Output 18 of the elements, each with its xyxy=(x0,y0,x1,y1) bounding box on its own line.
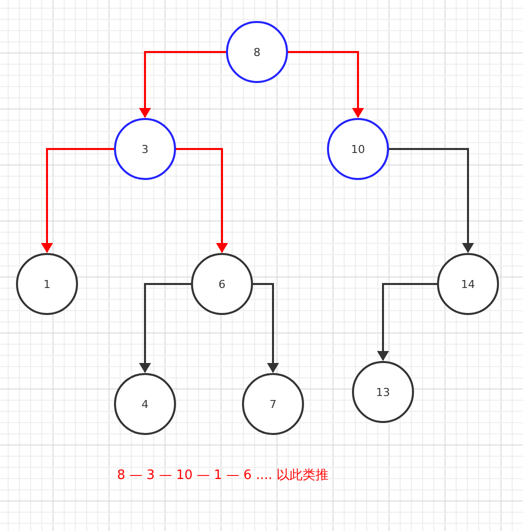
tree-node-circle: 8 xyxy=(226,21,288,83)
traversal-note: 8 — 3 — 10 — 1 — 6 .... 以此类推 xyxy=(117,467,328,484)
tree-node-circle: 14 xyxy=(437,253,499,315)
tree-node-circle: 10 xyxy=(327,118,389,180)
tree-node-circle: 1 xyxy=(16,253,78,315)
tree-node-circle: 6 xyxy=(191,253,253,315)
arrow xyxy=(253,283,279,373)
arrow xyxy=(139,51,226,118)
tree-node-circle: 3 xyxy=(114,118,176,180)
arrow xyxy=(139,283,191,373)
arrow xyxy=(41,148,114,253)
arrow xyxy=(176,148,228,253)
arrow xyxy=(377,283,437,361)
arrow xyxy=(288,51,364,118)
tree-node-circle: 13 xyxy=(352,361,414,423)
tree-node-circle: 4 xyxy=(114,373,176,435)
arrow xyxy=(389,148,474,253)
tree-node-circle: 7 xyxy=(242,373,304,435)
